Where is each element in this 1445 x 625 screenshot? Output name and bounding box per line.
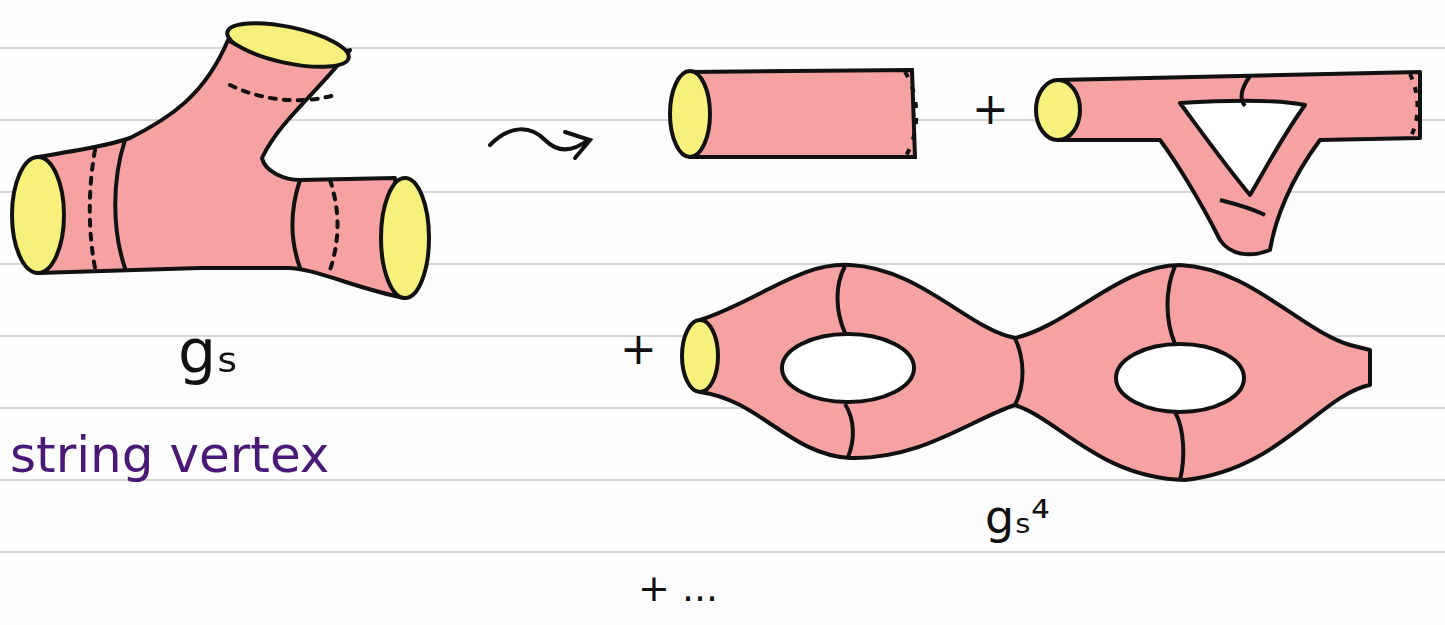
plus-sign: +: [972, 85, 1009, 133]
cylinder-worldsheet: [670, 70, 916, 157]
maps-to-arrow: [490, 129, 590, 158]
coupling-label: gₛ: [178, 318, 238, 384]
one-loop-worldsheet: [1036, 72, 1420, 254]
caption-label: string vertex: [10, 428, 329, 483]
coupling-label: gₛ⁴: [985, 492, 1050, 543]
two-loop-worldsheet: [682, 265, 1370, 480]
ellipsis-label: + ...: [638, 568, 718, 610]
plus-sign: +: [620, 325, 657, 373]
string-vertex: [12, 15, 429, 298]
